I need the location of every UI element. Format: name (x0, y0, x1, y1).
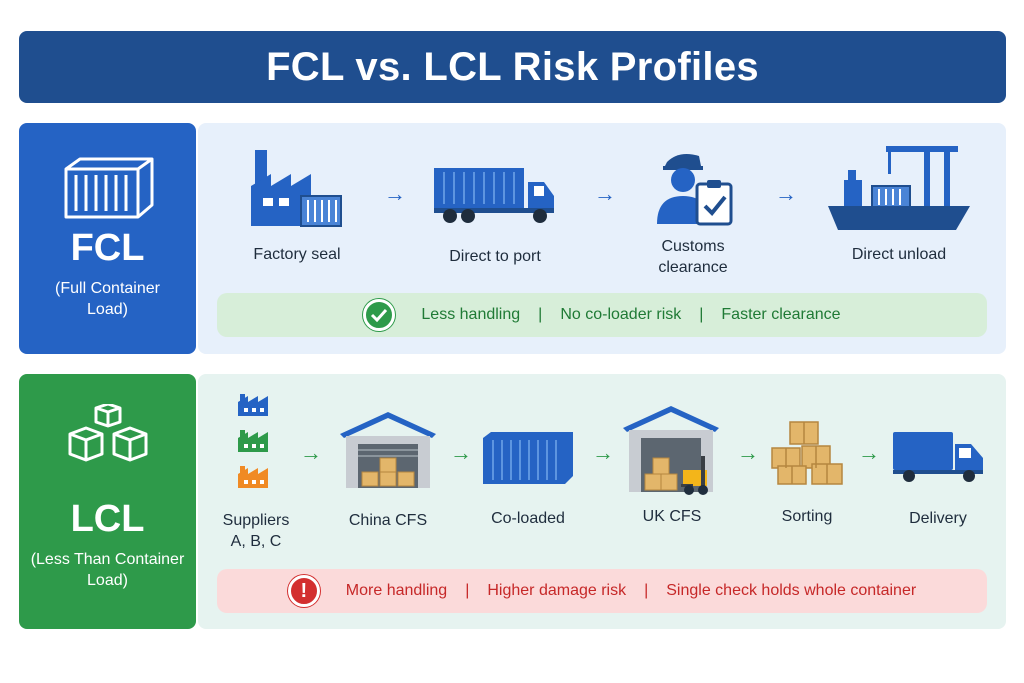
ship-crane-icon (828, 146, 970, 230)
flow-arrow: → (858, 440, 880, 465)
title-bar: FCL vs. LCL Risk Profiles (19, 31, 1006, 103)
warehouse-forklift-icon (623, 406, 719, 495)
fcl-step-direct-to-port: Direct to port (428, 164, 562, 267)
lcl-subtitle: (Less Than Container Load) (30, 551, 185, 589)
lcl-title: LCL (70, 498, 145, 540)
factory-container-icon (251, 150, 342, 227)
step-label: Delivery (909, 510, 967, 527)
customs-officer-icon (657, 154, 733, 226)
step-label: Direct to port (449, 248, 541, 265)
flow-arrow: → (450, 440, 472, 465)
delivery-truck-icon (893, 432, 983, 482)
shipping-container-icon (64, 157, 153, 219)
lcl-header-card: LCL (Less Than Container Load) (19, 374, 196, 629)
fcl-step-customs-clearance: Customs clearance (636, 150, 750, 278)
step-label: Factory seal (253, 246, 341, 263)
container-icon (483, 432, 573, 484)
lcl-risks-bar: ! More handling | Higher damage risk | S… (217, 569, 987, 613)
benefit-item: Faster clearance (721, 306, 841, 323)
flow-arrow: → (384, 181, 406, 206)
lcl-step-suppliers: Suppliers A, B, C (212, 390, 300, 552)
risk-item: Higher damage risk (487, 582, 627, 599)
risk-item: Single check holds whole container (666, 582, 917, 599)
lcl-step-sorting: Sorting (762, 420, 852, 527)
flow-arrow: → (737, 440, 759, 465)
lcl-step-uk-cfs: UK CFS (620, 404, 724, 527)
container-truck-icon (434, 168, 554, 223)
flow-arrow: → (592, 440, 614, 465)
separator: | (644, 582, 649, 599)
lcl-step-delivery: Delivery (886, 428, 990, 529)
step-label: Co-loaded (491, 510, 565, 527)
fcl-step-direct-unload: Direct unload (824, 140, 974, 265)
page-title: FCL vs. LCL Risk Profiles (266, 44, 759, 89)
fcl-step-factory-seal: Factory seal (237, 146, 357, 265)
flow-arrow: → (775, 181, 797, 206)
benefit-item: No co-loader risk (560, 306, 682, 323)
stacked-cubes-icon (68, 404, 147, 462)
flow-arrow: → (594, 181, 616, 206)
separator: | (465, 582, 470, 599)
flow-arrow: → (300, 440, 322, 465)
step-label: UK CFS (642, 508, 702, 525)
warehouse-icon (340, 412, 436, 488)
risk-item: More handling (345, 582, 448, 599)
factory-icons (238, 394, 268, 488)
step-label: Sorting (781, 508, 833, 525)
step-label: China CFS (348, 512, 428, 529)
fcl-header-card: FCL (Full Container Load) (19, 123, 196, 354)
step-label: Suppliers A, B, C (222, 512, 290, 550)
alert-icon: ! (287, 575, 320, 607)
boxes-icon (771, 421, 843, 485)
check-icon (363, 299, 396, 331)
step-label: Customs clearance (658, 238, 728, 276)
fcl-title: FCL (70, 227, 145, 269)
benefit-item: Less handling (421, 306, 521, 323)
lcl-step-china-cfs: China CFS (336, 410, 440, 531)
step-label: Direct unload (851, 246, 947, 263)
lcl-step-co-loaded: Co-loaded (478, 430, 578, 529)
separator: | (538, 306, 543, 323)
fcl-benefits-bar: Less handling | No co-loader risk | Fast… (217, 293, 987, 337)
fcl-subtitle: (Full Container Load) (55, 280, 160, 318)
separator: | (699, 306, 704, 323)
